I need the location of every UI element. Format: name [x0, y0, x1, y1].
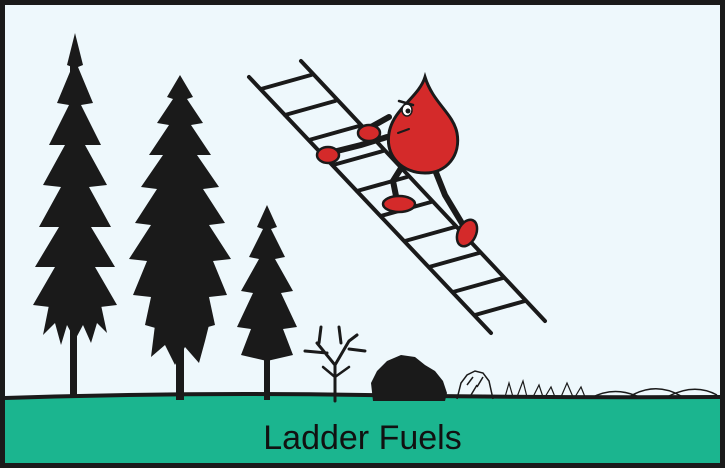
shrub-icon: [456, 370, 494, 400]
grass-icon: [504, 378, 586, 398]
tall-conifer-icon: [33, 33, 117, 398]
sapling-icon: [303, 325, 367, 403]
bush-icon: [371, 355, 447, 401]
small-conifer-icon: [237, 205, 297, 400]
ground-band: [5, 394, 720, 463]
medium-conifer-icon: [129, 75, 231, 400]
flame-mascot-icon: [315, 71, 479, 248]
ground-line: [5, 392, 720, 400]
caption: Ladder Fuels: [263, 418, 462, 457]
ground-fuel-icon: [590, 388, 718, 399]
ladder-icon: [247, 59, 547, 335]
ladder-fuels-illustration: [5, 33, 720, 463]
